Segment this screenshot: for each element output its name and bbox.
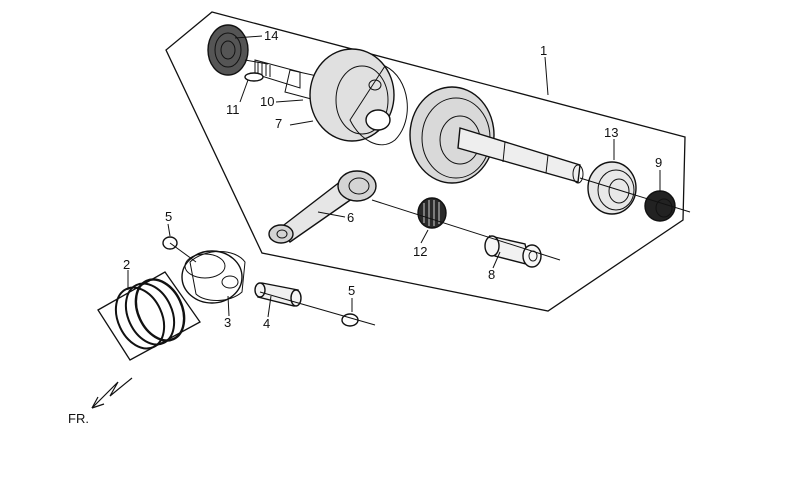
connecting-rod-part bbox=[268, 170, 377, 244]
callout-10: 10 bbox=[260, 94, 274, 109]
callout-3: 3 bbox=[224, 315, 231, 330]
callout-leaders bbox=[127, 35, 661, 318]
callout-14: 14 bbox=[264, 28, 278, 43]
callout-13: 13 bbox=[604, 125, 618, 140]
assembly-outline bbox=[165, 11, 686, 312]
callout-5-upper: 5 bbox=[165, 209, 172, 224]
right-shaft-part bbox=[457, 127, 584, 184]
callout-5-lower: 5 bbox=[348, 283, 355, 298]
piston-part bbox=[181, 250, 246, 304]
piston-ring-set-part bbox=[97, 271, 201, 361]
callout-6: 6 bbox=[347, 210, 354, 225]
callout-4: 4 bbox=[263, 316, 270, 331]
woodruff-key-part bbox=[244, 72, 264, 82]
callout-12: 12 bbox=[413, 244, 427, 259]
bearing-left-part bbox=[207, 24, 249, 76]
callout-2: 2 bbox=[123, 257, 130, 272]
callout-7: 7 bbox=[275, 116, 282, 131]
piston-pin-part bbox=[254, 282, 302, 307]
assembly-lines bbox=[169, 59, 691, 326]
clip-upper-part bbox=[162, 236, 178, 250]
crank-web-left-part bbox=[309, 48, 408, 146]
callout-11: 11 bbox=[226, 102, 240, 117]
callout-9: 9 bbox=[655, 155, 662, 170]
front-marker-label: FR. bbox=[68, 411, 89, 426]
crank-pin-part bbox=[484, 235, 542, 268]
front-arrow-icon bbox=[91, 377, 133, 409]
callout-1: 1 bbox=[540, 43, 547, 58]
callout-8: 8 bbox=[488, 267, 495, 282]
needle-bearing-part bbox=[417, 197, 447, 229]
